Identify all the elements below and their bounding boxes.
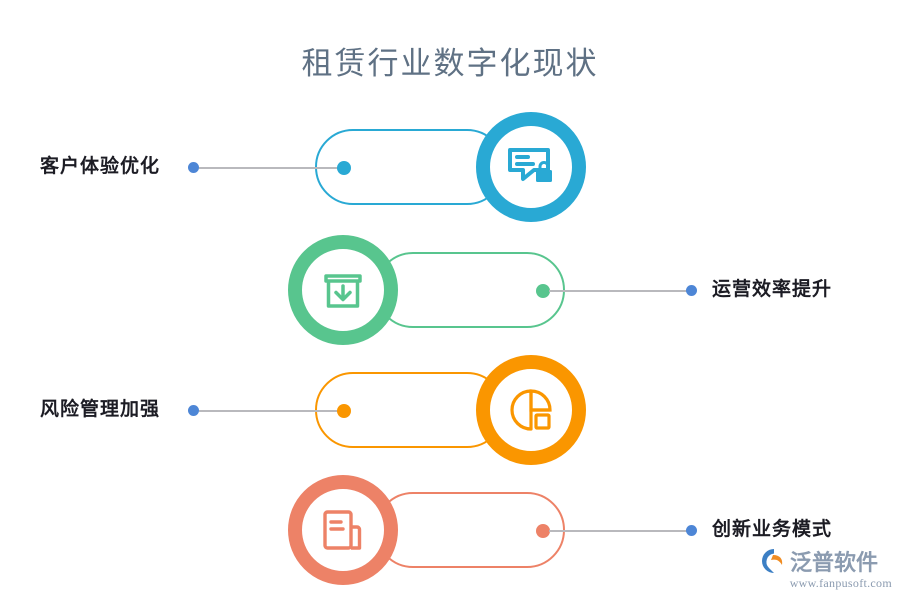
documents-icon	[315, 502, 371, 558]
connector-line-4	[549, 530, 688, 532]
pill-endpoint-dot-3	[337, 404, 351, 418]
fanpu-logo-mark-icon	[760, 547, 788, 575]
connector-line-3	[199, 410, 347, 412]
watermark-brand-row: 泛普软件	[760, 546, 892, 576]
item-icon-ring-4[interactable]	[288, 475, 398, 585]
box-download-icon	[315, 262, 371, 318]
watermark-brand-name: 泛普软件	[790, 550, 879, 575]
page-title: 租赁行业数字化现状	[301, 46, 599, 81]
chat-lock-icon	[503, 139, 559, 195]
item-label-4: 创新业务模式	[712, 519, 833, 540]
watermark-url: www.fanpusoft.com	[789, 576, 892, 590]
infographic-row-2: 运营效率提升	[0, 230, 900, 350]
connector-line-1	[199, 167, 347, 169]
pill-endpoint-dot-2	[536, 284, 550, 298]
infographic-row-1: 客户体验优化	[0, 107, 900, 227]
label-endpoint-dot-3	[188, 405, 199, 416]
item-label-1: 客户体验优化	[40, 156, 161, 177]
label-endpoint-dot-4	[686, 525, 697, 536]
pie-chart-icon	[503, 382, 559, 438]
watermark-logo: 泛普软件 www.fanpusoft.com	[760, 546, 892, 594]
item-icon-ring-1[interactable]	[476, 112, 586, 222]
infographic-row-3: 风险管理加强	[0, 350, 900, 470]
label-endpoint-dot-2	[686, 285, 697, 296]
connector-line-2	[549, 290, 688, 292]
item-label-2: 运营效率提升	[712, 279, 833, 300]
label-endpoint-dot-1	[188, 162, 199, 173]
infographic-row-4: 创新业务模式	[0, 470, 900, 590]
item-label-3: 风险管理加强	[40, 399, 161, 420]
item-icon-ring-3[interactable]	[476, 355, 586, 465]
pill-endpoint-dot-1	[337, 161, 351, 175]
pill-endpoint-dot-4	[536, 524, 550, 538]
item-icon-ring-2[interactable]	[288, 235, 398, 345]
